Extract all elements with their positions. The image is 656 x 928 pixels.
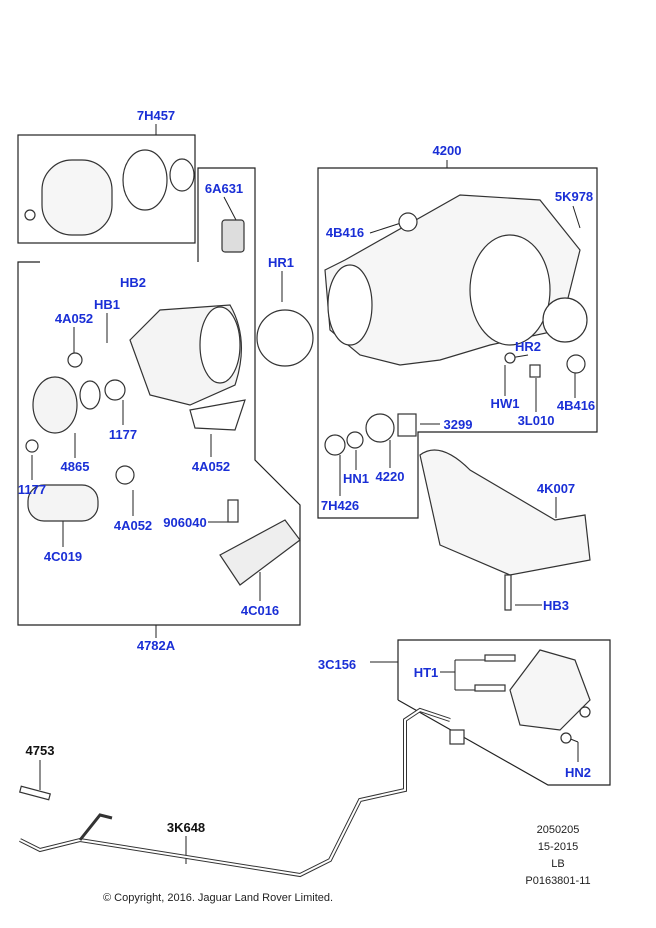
callout-HR2[interactable]: HR2 xyxy=(514,339,542,354)
callout-HB1[interactable]: HB1 xyxy=(93,297,121,312)
callout-HN1[interactable]: HN1 xyxy=(342,471,370,486)
callout-4B416[interactable]: 4B416 xyxy=(325,225,365,240)
diagram-date: 15-2015 xyxy=(537,841,579,853)
callout-1177[interactable]: 1177 xyxy=(108,427,138,442)
callout-6A631[interactable]: 6A631 xyxy=(204,181,244,196)
copyright: © Copyright, 2016. Jaguar Land Rover Lim… xyxy=(103,892,334,904)
callout-4753[interactable]: 4753 xyxy=(25,743,55,758)
diagram-code: 2050205 xyxy=(536,824,580,836)
callout-4A052[interactable]: 4A052 xyxy=(113,518,153,533)
callout-3K648[interactable]: 3K648 xyxy=(166,820,206,835)
callout-4A052[interactable]: 4A052 xyxy=(54,311,94,326)
callout-3C156[interactable]: 3C156 xyxy=(317,657,357,672)
group-box-4200 xyxy=(317,167,598,519)
callout-HB2[interactable]: HB2 xyxy=(119,275,147,290)
callout-HN2[interactable]: HN2 xyxy=(564,765,592,780)
callout-906040[interactable]: 906040 xyxy=(163,515,207,530)
diagram-lang: LB xyxy=(551,858,565,870)
callout-HR1[interactable]: HR1 xyxy=(267,255,295,270)
callout-5K978[interactable]: 5K978 xyxy=(554,189,594,204)
callout-4C016[interactable]: 4C016 xyxy=(240,603,280,618)
callout-4A052[interactable]: 4A052 xyxy=(191,459,231,474)
callout-3L010[interactable]: 3L010 xyxy=(517,413,555,428)
callout-4782A[interactable]: 4782A xyxy=(136,638,176,653)
group-box-4782A xyxy=(17,167,301,626)
diagram-ref: P0163801-11 xyxy=(525,875,591,887)
callout-4B416[interactable]: 4B416 xyxy=(556,398,596,413)
callout-4K007[interactable]: 4K007 xyxy=(536,481,576,496)
callout-4865[interactable]: 4865 xyxy=(60,459,90,474)
group-box-3C156 xyxy=(397,639,611,786)
callout-HB3[interactable]: HB3 xyxy=(542,598,570,613)
callout-4C019[interactable]: 4C019 xyxy=(43,549,83,564)
callout-HT1[interactable]: HT1 xyxy=(413,665,439,680)
callout-HW1[interactable]: HW1 xyxy=(490,396,520,411)
group-box-7H457 xyxy=(17,134,196,244)
callout-4200[interactable]: 4200 xyxy=(432,143,462,158)
part-shapes xyxy=(18,149,591,878)
callout-7H426[interactable]: 7H426 xyxy=(320,498,360,513)
callout-4220[interactable]: 4220 xyxy=(375,469,405,484)
leader-lines xyxy=(31,124,581,864)
callout-1177[interactable]: 1177 xyxy=(17,482,47,497)
callout-7H457[interactable]: 7H457 xyxy=(136,108,176,123)
callout-3299[interactable]: 3299 xyxy=(443,417,473,432)
